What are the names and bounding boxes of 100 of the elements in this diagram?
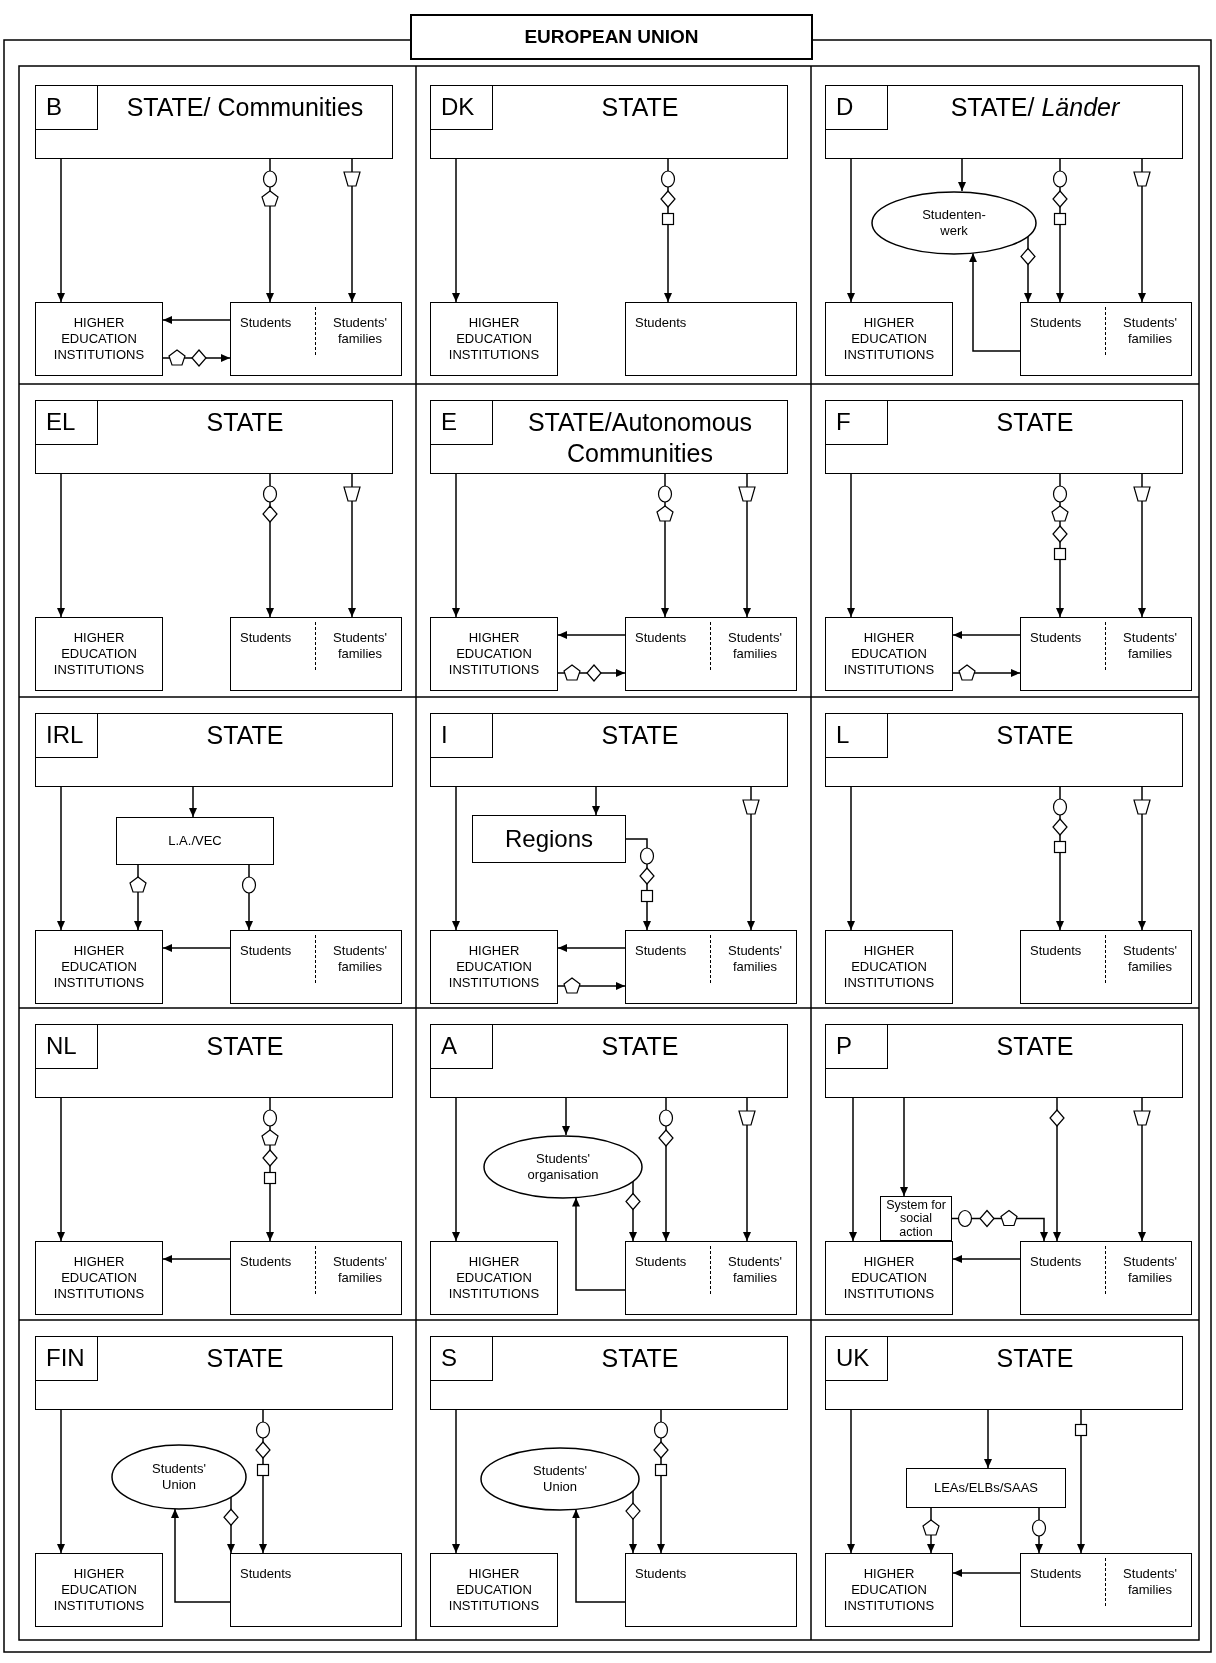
country-code: IRL [36,714,98,758]
arrow [162,944,231,952]
institution-box [825,302,953,376]
arrow [1053,1097,1061,1242]
arrow [348,473,356,618]
state-label: STATE [600,92,680,123]
state-box [35,1336,393,1410]
node-label: Students [635,315,687,331]
arrow [266,158,274,303]
country-code: D [826,86,888,130]
arrow [572,1508,626,1603]
node-label: Students' families [727,1254,783,1286]
institution-box [825,930,953,1004]
arrow [245,864,253,931]
node-label: HIGHER EDUCATION INSTITUTIONS [52,315,146,363]
node-label: Students' families [332,315,388,347]
country-code: B [36,86,98,130]
student-box [230,302,402,376]
node-label: Students' families [1122,315,1178,347]
node-label: Students [240,1254,292,1270]
student-box [230,1553,402,1627]
country-code: DK [431,86,493,130]
node-label: HIGHER EDUCATION INSTITUTIONS [52,1566,146,1614]
state-label: STATE [995,1343,1075,1374]
arrow [951,1217,1048,1242]
node-label: Students [240,315,292,331]
node-label: Studenten- werk [921,207,987,239]
state-label: STATE [205,407,285,438]
node-label: Students [1030,630,1082,646]
arrow [958,158,966,192]
node-label: L.A./VEC [167,833,223,849]
state-label: STATE [205,720,285,751]
node-label: Students' Union [532,1463,588,1495]
node-label: LEAs/ELBs/SAAS [932,1480,1040,1496]
arrow [1138,786,1146,931]
node-label: HIGHER EDUCATION INSTITUTIONS [842,1566,936,1614]
arrow [162,316,231,324]
node-label: HIGHER EDUCATION INSTITUTIONS [52,1254,146,1302]
organisation-ellipse [480,1447,640,1511]
state-box [35,713,393,787]
arrow [227,1496,235,1554]
country-code: E [431,401,493,445]
node-label: HIGHER EDUCATION INSTITUTIONS [52,943,146,991]
body-box [906,1468,1066,1508]
arrow [1056,473,1064,618]
arrow [134,864,142,931]
node-label: Students' families [332,943,388,975]
state-label: STATE [205,1031,285,1062]
region-box [472,815,626,863]
arrow [661,473,669,618]
arrow [557,631,626,639]
institution-box [430,1553,558,1627]
arrow [657,1409,665,1554]
node-label: Students' organisation [526,1151,600,1183]
student-box [1020,302,1192,376]
state-label: STATE [205,1343,285,1374]
node-label: Students [635,1566,687,1582]
state-box [430,713,788,787]
country-code: I [431,714,493,758]
country-code: L [826,714,888,758]
node-label: Students' families [727,630,783,662]
node-label: HIGHER EDUCATION INSTITUTIONS [447,630,541,678]
node-label: Students [635,630,687,646]
country-code: UK [826,1337,888,1381]
arrow [1138,1097,1146,1242]
arrow [57,786,65,931]
student-box [230,617,402,691]
node-label: HIGHER EDUCATION INSTITUTIONS [447,943,541,991]
node-label: HIGHER EDUCATION INSTITUTIONS [842,943,936,991]
institution-box [430,302,558,376]
student-box [1020,930,1192,1004]
arrow [847,158,855,303]
state-box [430,85,788,159]
organisation-ellipse [483,1135,643,1199]
node-label: HIGHER EDUCATION INSTITUTIONS [447,1254,541,1302]
country-code: P [826,1025,888,1069]
state-label: STATE [995,720,1075,751]
arrow [952,631,1021,639]
node-label: System for social action [885,1198,947,1239]
node-label: Students' families [1122,1254,1178,1286]
institution-box [35,1241,163,1315]
arrow [847,473,855,618]
arrow [557,669,626,677]
arrow [57,158,65,303]
arrow [625,838,651,931]
state-box [825,1336,1183,1410]
arrow [57,473,65,618]
state-label: STATE [995,1031,1075,1062]
student-box [625,302,797,376]
node-label: Students' families [1122,630,1178,662]
node-label: Students' families [332,1254,388,1286]
country-code: S [431,1337,493,1381]
arrow [927,1507,935,1554]
student-box [625,1241,797,1315]
arrow [452,786,460,931]
arrow [1138,473,1146,618]
institution-box [825,1553,953,1627]
arrow [1035,1507,1043,1554]
node-label: Students [1030,315,1082,331]
state-box [430,400,788,474]
